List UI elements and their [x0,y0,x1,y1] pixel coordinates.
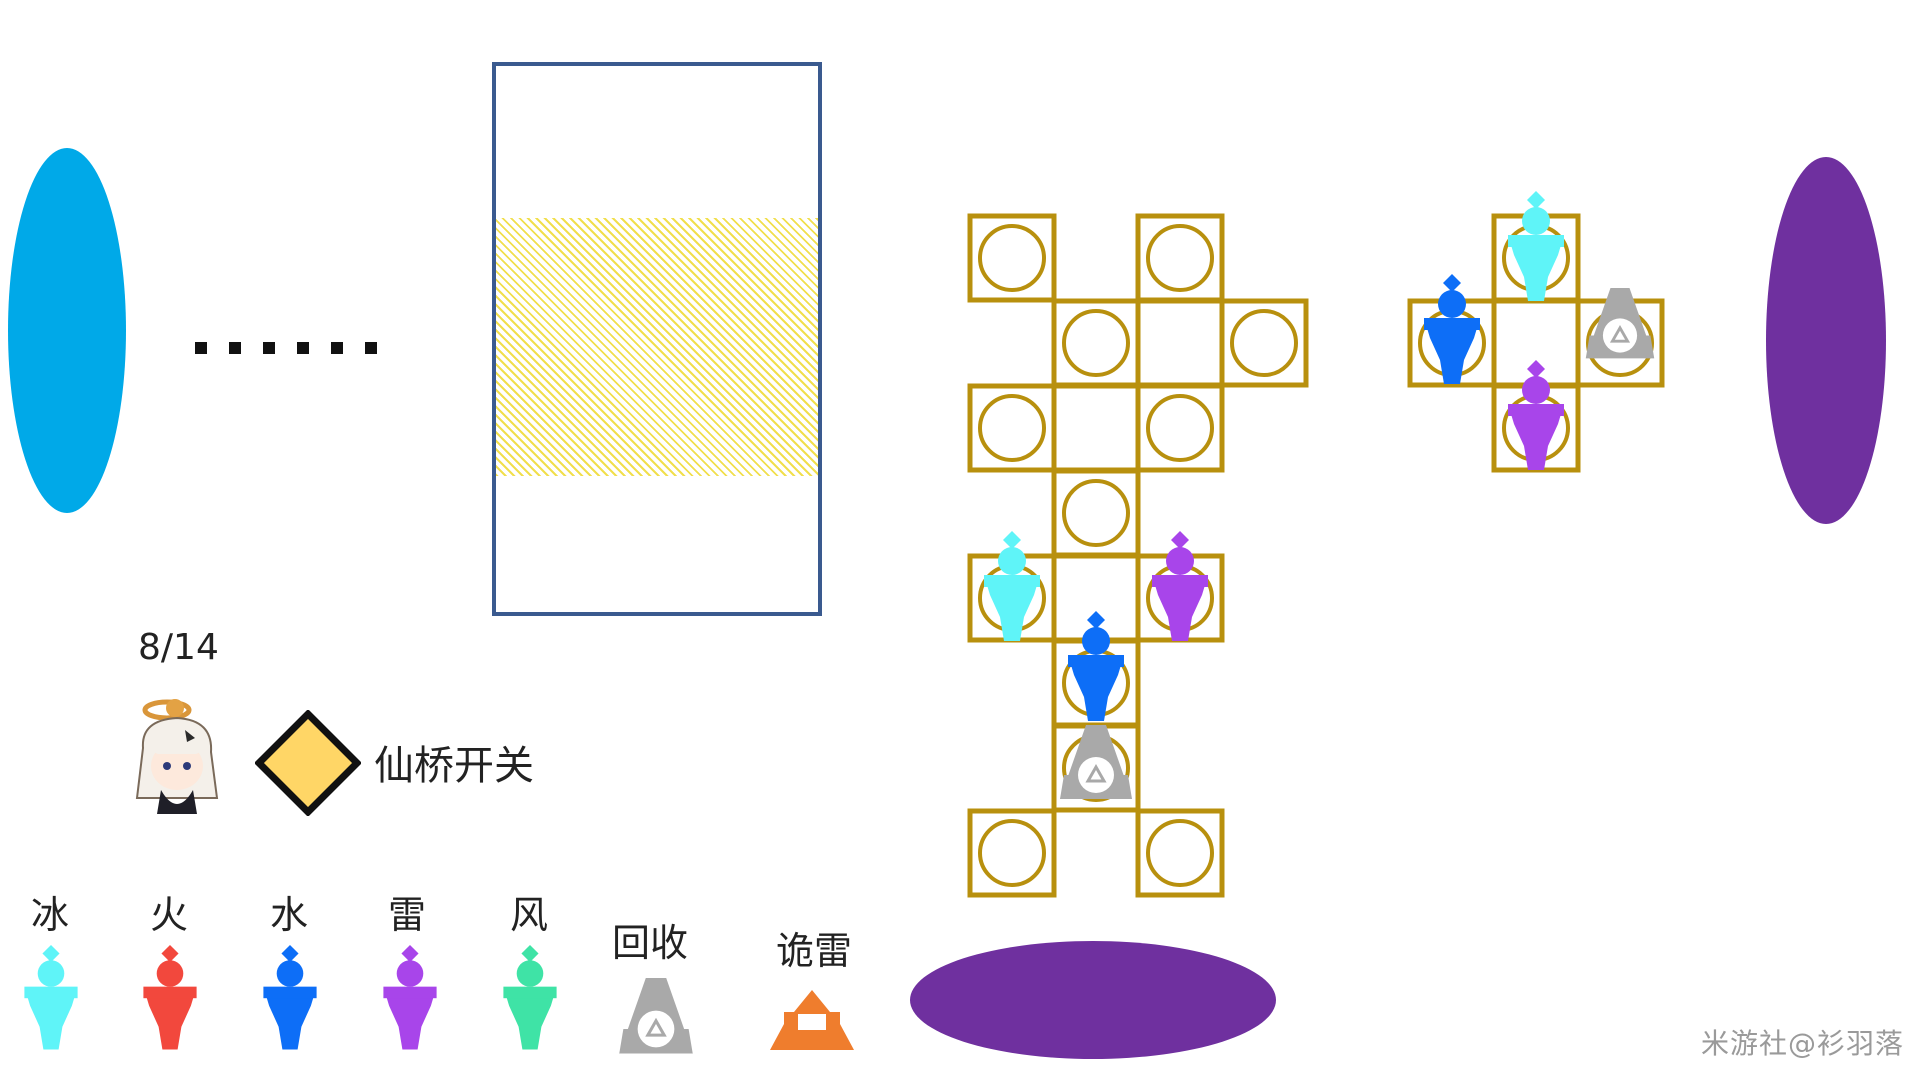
board-tile[interactable] [1135,213,1225,303]
legend-recycle-icon[interactable] [619,978,693,1054]
fairy-bridge-area [492,62,822,616]
paimon-avatar-icon [135,699,219,814]
bridge-hatch [496,218,818,476]
legend-weird-thunder-label: 诡雷 [776,929,853,973]
legend-weird-thunder-icon[interactable] [770,990,854,1050]
legend-wind-pawn-icon[interactable] [503,945,557,1050]
water-pawn-icon[interactable] [1068,611,1124,721]
ice-pawn-icon[interactable] [1508,191,1564,301]
thunder-pawn-icon[interactable] [1508,360,1564,470]
board-tile[interactable] [967,808,1057,898]
legend-recycle-label: 回收 [612,921,689,965]
board-tile[interactable] [1135,383,1225,473]
legend-fire-label: 火 [150,893,189,937]
recycle-icon[interactable] [1585,288,1655,359]
board-tile[interactable] [1051,468,1141,558]
board-tile[interactable] [967,213,1057,303]
legend-thunder-pawn-icon[interactable] [383,945,437,1050]
recycle-icon[interactable] [1060,725,1132,799]
board-tile[interactable] [1135,808,1225,898]
legend-water-pawn-icon[interactable] [263,945,317,1050]
legend-wind-label: 风 [510,893,549,937]
board-tile[interactable] [967,383,1057,473]
water-pawn-icon[interactable] [1424,274,1480,384]
legend-ice-pawn-icon[interactable] [24,945,78,1050]
switch-diamond-icon[interactable] [255,710,361,816]
thunder-pawn-icon[interactable] [1152,531,1208,641]
purple-portal-bottom[interactable] [910,941,1276,1059]
purple-portal-right[interactable] [1766,157,1886,524]
ellipsis-dots [195,342,377,354]
watermark: 米游社@衫羽落 [1700,1027,1904,1060]
legend-thunder-label: 雷 [388,893,427,937]
board-tile[interactable] [1219,298,1309,388]
board-tile[interactable] [1051,383,1141,473]
legend-fire-pawn-icon[interactable] [143,945,197,1050]
ice-pawn-icon[interactable] [984,531,1040,641]
progress-counter: 8/14 [138,627,219,668]
board-tile[interactable] [1135,298,1225,388]
legend-ice-label: 冰 [31,893,70,937]
blue-portal[interactable] [8,148,126,513]
board-tile[interactable] [1051,298,1141,388]
legend-water-label: 水 [270,893,309,937]
switch-label: 仙桥开关 [374,743,534,789]
